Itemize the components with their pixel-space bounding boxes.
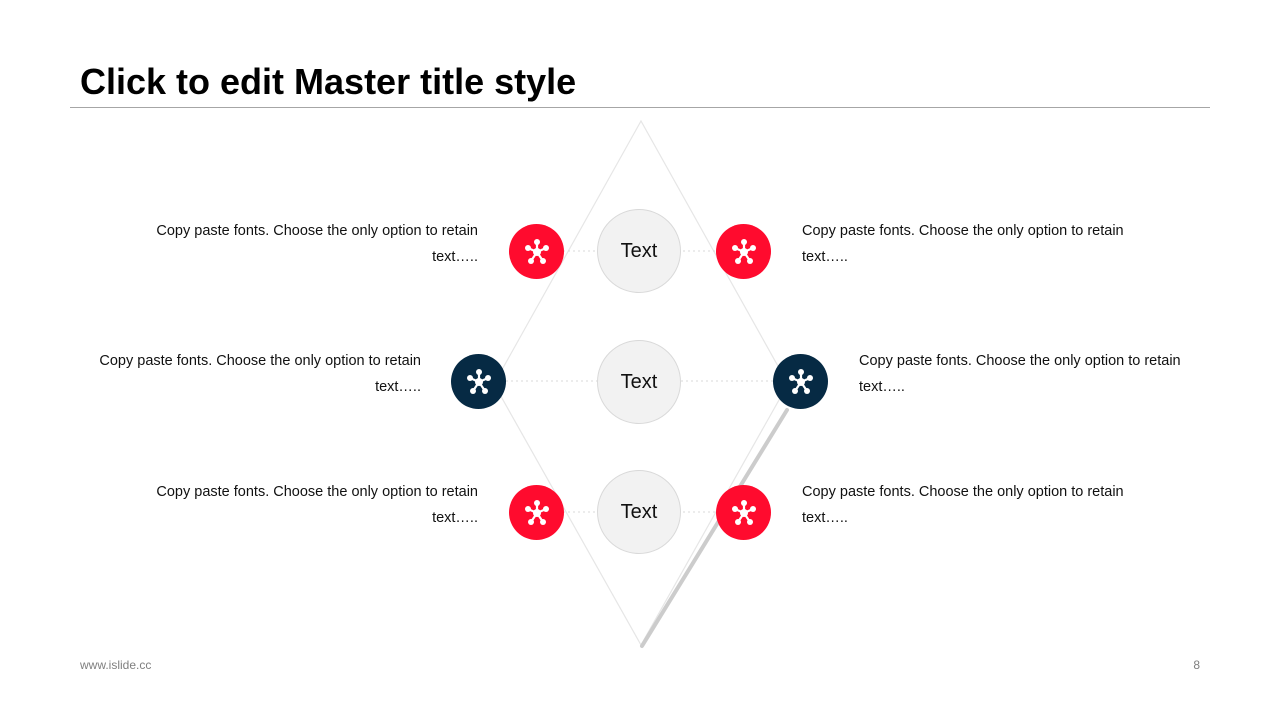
node-bottom-left	[509, 485, 564, 540]
network-molecule-icon	[731, 499, 756, 525]
item-text-middle-left: Copy paste fonts. Choose the only option…	[99, 353, 421, 395]
network-molecule-icon	[524, 238, 549, 264]
slide-title: Click to edit Master title style	[80, 61, 577, 102]
node-top-left	[509, 224, 564, 279]
footer-url[interactable]: www.islide.cc	[80, 658, 152, 672]
network-molecule-icon	[524, 499, 549, 525]
item-text-middle-right: Copy paste fonts. Choose the only option…	[859, 353, 1181, 395]
page-number: 8	[1193, 658, 1200, 672]
network-molecule-icon	[466, 368, 491, 394]
hub-middle: Text	[597, 340, 681, 424]
network-molecule-icon	[788, 368, 813, 394]
hub-top: Text	[597, 209, 681, 293]
network-molecule-icon	[731, 238, 756, 264]
diamond-shadow-edge	[640, 408, 789, 648]
item-text-bottom-right: Copy paste fonts. Choose the only option…	[802, 484, 1124, 526]
hub-bottom: Text	[597, 470, 681, 554]
item-text-bottom-left: Copy paste fonts. Choose the only option…	[156, 484, 478, 526]
item-text-top-left: Copy paste fonts. Choose the only option…	[156, 223, 478, 265]
item-text-top-right: Copy paste fonts. Choose the only option…	[802, 223, 1124, 265]
node-bottom-right	[716, 485, 771, 540]
title-divider	[70, 107, 1210, 108]
node-middle-right	[773, 354, 828, 409]
node-top-right	[716, 224, 771, 279]
node-middle-left	[451, 354, 506, 409]
